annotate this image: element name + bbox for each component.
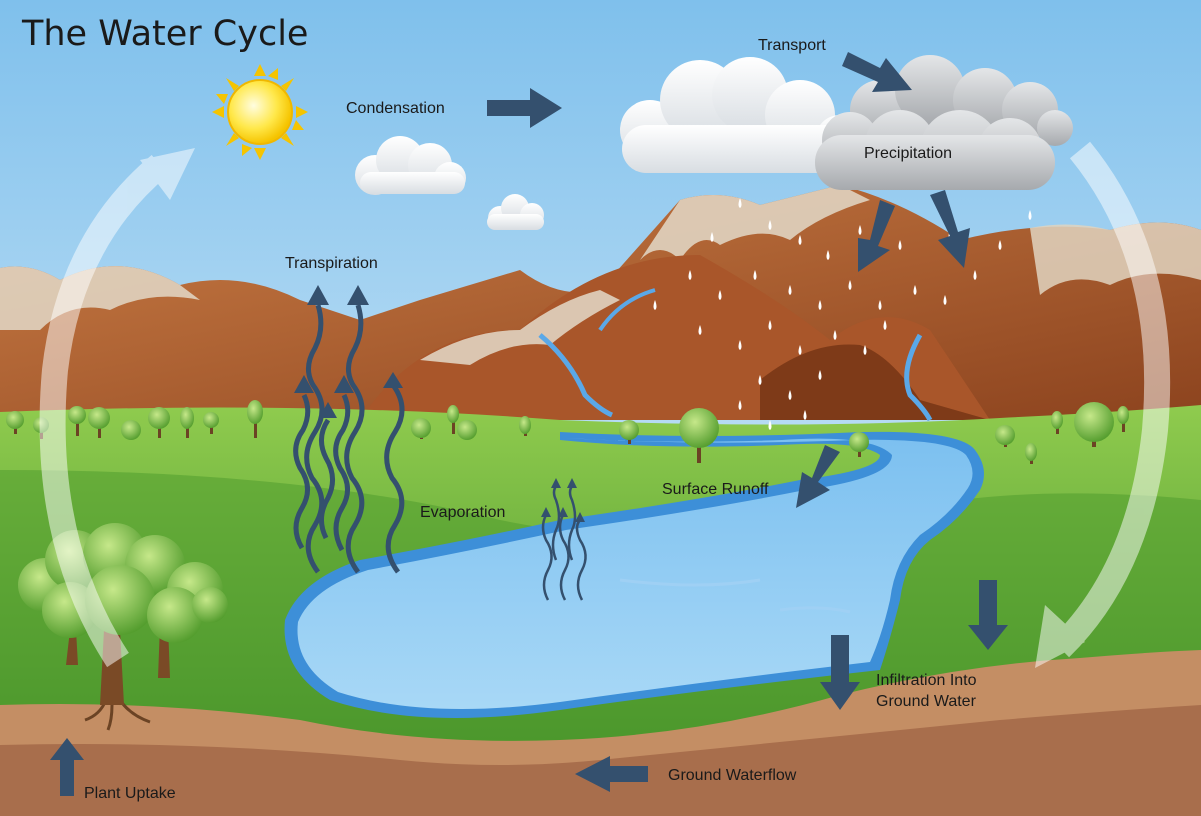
rain-cloud-icon [815,55,1073,190]
label-precipitation: Precipitation [864,145,953,162]
label-condensation: Condensation [346,100,445,117]
evaporation-arrowheads [541,478,585,522]
deep-soil-layer [0,705,1201,816]
process-arrows [50,52,1008,796]
front-mountains [360,255,990,422]
lake [284,431,985,718]
sun-icon [212,64,308,160]
precipitation-arrow-1 [858,200,895,272]
ground-waterflow-arrow [575,756,648,792]
label-transport: Transport [758,37,826,54]
surface-runoff-arrow [796,445,840,508]
cloud-icon-large [620,57,865,173]
plant-uptake-arrow [50,738,84,796]
label-transpiration: Transpiration [285,255,378,272]
cloud-icon [355,136,466,195]
transport-arrow [842,52,912,92]
precipitation-arrow-2 [930,190,970,268]
cloud-icon-small [487,194,544,230]
diagram-title: The Water Cycle [22,14,309,54]
cycle-arrow [39,141,1171,668]
label-infiltration-line1: Infiltration Into [876,672,977,689]
raindrops [653,198,1032,430]
infiltration-arrow-1 [968,580,1008,650]
label-surface-runoff: Surface Runoff [662,481,769,498]
label-plant-uptake: Plant Uptake [84,785,176,802]
label-infiltration-line2: Ground Water [876,693,976,710]
transpiration-arrows [293,304,405,574]
label-ground-waterflow: Ground Waterflow [668,767,797,784]
evaporation-arrows [541,485,587,601]
transpiration-arrowheads [294,285,403,418]
infiltration-arrow-2 [820,635,860,710]
condensation-arrow [487,88,562,128]
label-evaporation: Evaporation [420,504,506,521]
